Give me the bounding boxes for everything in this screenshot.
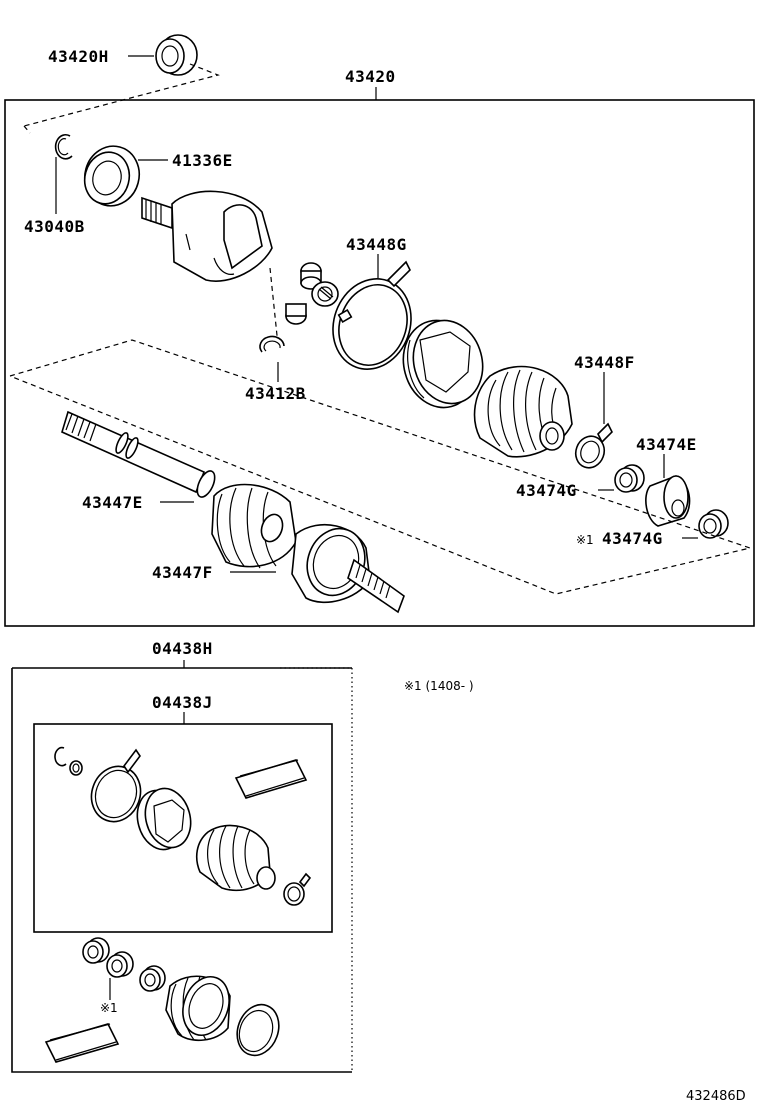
kit-box-04438J — [33, 723, 333, 933]
label-43420[interactable]: 43420 — [345, 67, 396, 86]
label-04438J[interactable]: 04438J — [152, 693, 213, 712]
dashed-guide-43420H — [23, 63, 220, 127]
mark-1-b: ※1 — [100, 1001, 118, 1015]
band-43474G-icon[interactable] — [614, 464, 645, 493]
label-43448G[interactable]: 43448G — [346, 235, 407, 254]
kit-band-c-icon[interactable] — [139, 965, 166, 992]
kit-small-ring-icon[interactable] — [69, 760, 83, 776]
kit-snap-ring-icon[interactable] — [54, 746, 67, 767]
kit-grease-packet-icon[interactable] — [234, 759, 308, 799]
label-43420H[interactable]: 43420H — [48, 47, 109, 66]
kit-grease-packet-2-icon[interactable] — [44, 1023, 120, 1063]
tripod-joint-icon[interactable] — [285, 262, 339, 325]
inboard-boot-icon[interactable] — [394, 312, 492, 416]
production-note: ※1 (1408- ) — [404, 679, 474, 693]
label-43447E[interactable]: 43447E — [82, 493, 143, 512]
dynamic-damper-43474E-icon[interactable] — [645, 475, 691, 527]
label-43474G-b[interactable]: 43474G — [602, 529, 663, 548]
outboard-boot-icon[interactable] — [473, 365, 573, 458]
kit-box-04438H — [11, 667, 352, 1073]
snap-ring-43412B-icon[interactable] — [259, 335, 285, 353]
kit-outboard-joint-boot-icon[interactable] — [165, 970, 237, 1041]
oil-seal-43420H-icon[interactable] — [155, 34, 198, 76]
drive-shaft-icon[interactable] — [61, 410, 218, 500]
kit-outboard-boot-icon[interactable] — [195, 824, 276, 892]
diagram-code: 432486D — [686, 1089, 746, 1104]
kit-boot-clamp-icon[interactable] — [84, 748, 148, 829]
snap-ring-43040B-icon[interactable] — [54, 133, 73, 160]
outboard-joint-boot-icon[interactable] — [211, 483, 405, 614]
kit-small-clamp-icon[interactable] — [283, 872, 312, 906]
kit-band-a-icon[interactable] — [82, 937, 110, 964]
label-04438H[interactable]: 04438H — [152, 639, 213, 658]
label-41336E[interactable]: 41336E — [172, 151, 233, 170]
boot-clamp-43448G-icon[interactable] — [321, 260, 424, 380]
dust-seal-41336E-icon[interactable] — [78, 140, 146, 212]
kit-dust-seal-icon[interactable] — [230, 999, 285, 1062]
label-43412B[interactable]: 43412B — [245, 384, 306, 403]
assembly-box-43420 — [4, 99, 755, 627]
inboard-joint-housing-icon[interactable] — [141, 190, 273, 282]
kit-band-b-icon[interactable] — [106, 951, 134, 978]
label-43447F[interactable]: 43447F — [152, 563, 213, 582]
band-43474G-mark1-icon[interactable] — [698, 509, 729, 539]
label-43474G-a[interactable]: 43474G — [516, 481, 577, 500]
boot-clamp-43448F-icon[interactable] — [571, 422, 613, 472]
dashed-guide-shaft — [9, 339, 753, 595]
mark-1-a: ※1 — [576, 533, 594, 547]
label-43474E[interactable]: 43474E — [636, 435, 697, 454]
kit-inboard-boot-icon[interactable] — [131, 783, 197, 854]
label-43448F[interactable]: 43448F — [574, 353, 635, 372]
label-43040B[interactable]: 43040B — [24, 217, 85, 236]
